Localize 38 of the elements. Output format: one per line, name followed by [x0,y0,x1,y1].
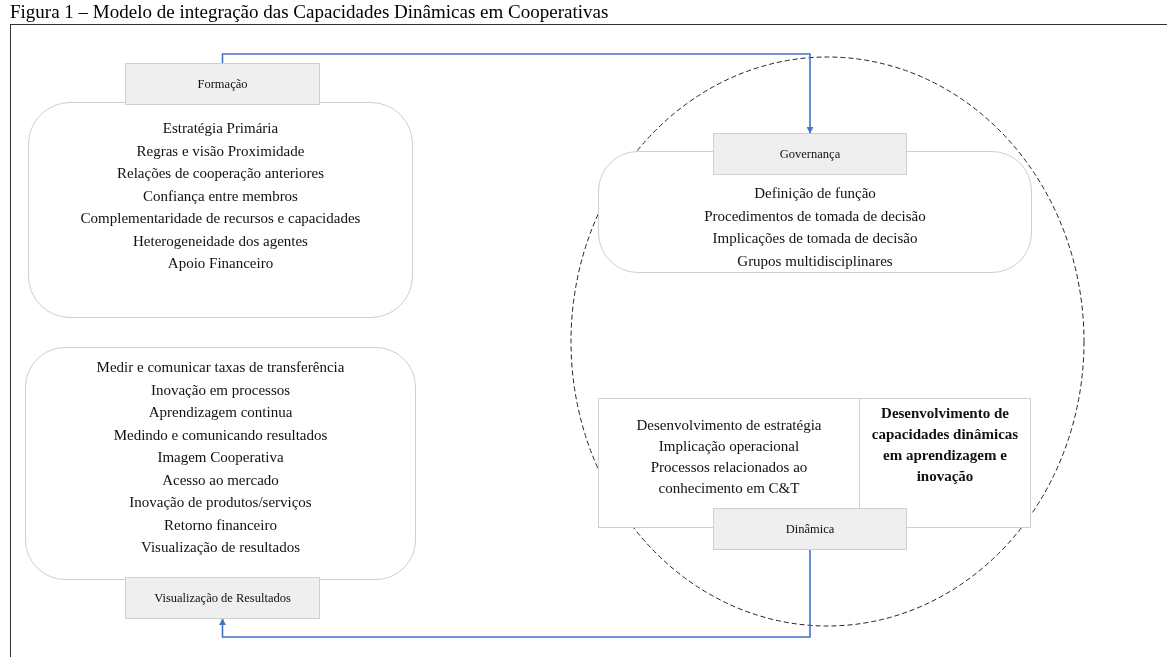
list-item: Processos relacionados ao conhecimento em C&T [649,458,809,498]
rounded-box [28,102,413,318]
list-item: Estratégia Primária [162,119,279,138]
highlight-text: Desenvolvimento de capacidades dinâmicas em aprendizagem e inovação [870,404,1020,486]
list-item: Procedimentos de tomada de decisão [704,206,926,226]
list-item: Implicação operacional [658,437,800,456]
list-item: Inovação em processos [150,380,291,400]
list-item: Medir e comunicar taxas de transferência [96,358,345,377]
list-item: Heterogeneidade dos agentes [133,231,308,251]
list-item: Aprendizagem continua [148,403,293,422]
tab-label: Governança [779,146,841,162]
list-item: Visualização de resultados [140,538,300,557]
list-item: Apoio Financeiro [167,254,274,273]
tab-label: Visualização de Resultados [154,590,291,606]
list-item: Implicações de tomada de decisão [712,229,918,248]
list-item: Relações de cooperação anteriores [117,164,324,183]
rounded-box [25,347,416,580]
list-item: Inovação de produtos/serviços [129,493,312,512]
list-item: Imagem Cooperativa [157,448,284,467]
list-item: Grupos multidisciplinares [737,251,893,271]
heading-tab [125,63,320,105]
tab-label: Formação [197,76,248,92]
list-item: Acesso ao mercado [162,470,279,490]
heading-tab [125,577,320,619]
tab-label: Dinâmica [785,521,835,537]
rounded-box [598,151,1032,273]
heading-tab [713,508,907,550]
list-item: Desenvolvimento de estratégia [636,416,822,435]
arrow [219,549,811,638]
arrow [221,53,814,134]
figure-title: Figura 1 – Modelo de integração das Capacidades Dinâmicas em Cooperativas [10,1,609,23]
list-item: Confiança entre membros [143,186,298,206]
list-item: Retorno financeiro [164,515,277,535]
list-item: Regras e visão Proximidade [136,141,305,161]
list-item: Definição de função [754,184,876,203]
list-item: Complementaridade de recursos e capacidades [80,209,361,228]
list-item: Medindo e comunicando resultados [113,425,328,445]
heading-tab [713,133,907,175]
